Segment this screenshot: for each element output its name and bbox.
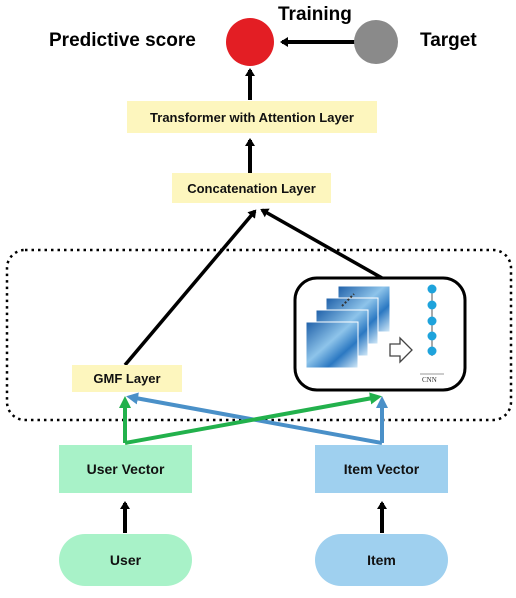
user-vector-label: User Vector [86,461,165,477]
concatenation-layer-box: Concatenation Layer [172,173,331,203]
gmf-layer-box: GMF Layer [72,365,182,392]
item-input-label: Item [367,552,396,568]
item-vector-box: Item Vector [315,445,448,493]
cnn-neuron [427,316,437,326]
item-vector-label: Item Vector [343,461,420,477]
user-vector-to-cnn-arrow [124,392,382,445]
user-vector-box: User Vector [59,445,192,493]
gmf-layer-label: GMF Layer [93,371,161,386]
cnn-to-concat-arrow [260,208,383,280]
training-label: Training [278,4,352,25]
predictive-score-node [226,18,274,66]
cnn-neuron [427,300,437,310]
cnn-flow-arrow-icon [389,336,413,364]
cnn-neuron [427,284,437,294]
predictive-score-label: Predictive score [49,30,196,51]
target-node [354,20,398,64]
user-input-node: User [59,534,192,586]
transformer-attention-layer-label: Transformer with Attention Layer [150,109,354,125]
gmf-to-concat-arrow [123,209,257,367]
target-label: Target [420,30,477,51]
concatenation-layer-label: Concatenation Layer [187,180,316,196]
user-input-label: User [109,552,142,568]
transformer-attention-layer-box: Transformer with Attention Layer [127,101,377,133]
cnn-neuron [427,331,437,341]
cnn-neuron [427,346,437,356]
cnn-caption: CNN [422,376,437,384]
cnn-dots [341,293,355,307]
cnn-feature-map-front [305,321,359,369]
item-input-node: Item [315,534,448,586]
